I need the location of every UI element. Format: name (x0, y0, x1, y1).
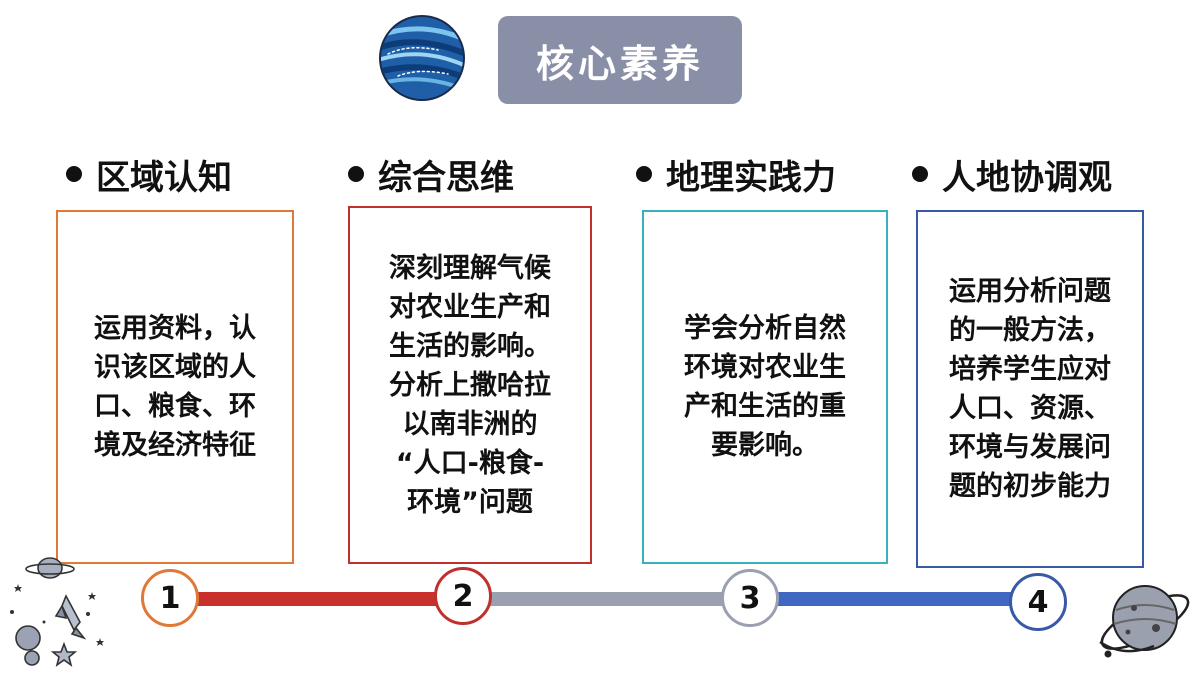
timeline-segment-red (196, 592, 468, 606)
card-4-text: 运用分析问题 的一般方法， 培养学生应对 人口、资源、 环境与发展问 题的初步能… (949, 276, 1111, 502)
bullet-dot (66, 166, 82, 182)
node-2-number: 2 (452, 578, 474, 614)
heading-2: 综合思维 (348, 148, 514, 200)
timeline-node-3: 3 (721, 569, 779, 627)
striped-planet-icon (379, 15, 465, 101)
ringed-planet-icon (1099, 585, 1190, 658)
node-1-number: 1 (159, 580, 181, 616)
card-human-earth: 运用分析问题 的一般方法， 培养学生应对 人口、资源、 环境与发展问 题的初步能… (916, 210, 1144, 568)
timeline-node-2: 2 (434, 567, 492, 625)
title-box: 核心素养 (498, 16, 742, 104)
bullet-dot (912, 166, 928, 182)
heading-2-text: 综合思维 (378, 157, 514, 198)
heading-4: 人地协调观 (912, 148, 1112, 200)
card-integrated-thinking: 深刻理解气候 对农业生产和 生活的影响。 分析上撒哈拉 以南非洲的 “人口-粮食… (348, 206, 592, 564)
heading-3: 地理实践力 (636, 148, 836, 200)
card-region-cognition: 运用资料，认 识该区域的人 口、粮食、环 境及经济特征 (56, 210, 294, 564)
timeline-segment-gray (466, 592, 750, 606)
bullet-dot (348, 166, 364, 182)
space-doodle-icon (10, 557, 104, 667)
timeline-segment-blue (750, 592, 1040, 606)
node-3-number: 3 (739, 580, 761, 616)
timeline-node-4: 4 (1009, 573, 1067, 631)
card-1-text: 运用资料，认 识该区域的人 口、粮食、环 境及经济特征 (94, 313, 256, 461)
timeline-node-1: 1 (141, 569, 199, 627)
page-title: 核心素养 (535, 41, 704, 86)
heading-1-text: 区域认知 (96, 157, 232, 198)
heading-4-text: 人地协调观 (942, 157, 1112, 198)
card-2-text: 深刻理解气候 对农业生产和 生活的影响。 分析上撒哈拉 以南非洲的 “人口-粮食… (389, 252, 551, 518)
bullet-dot (636, 166, 652, 182)
card-3-text: 学会分析自然 环境对农业生 产和生活的重 要影响。 (684, 313, 846, 461)
heading-1: 区域认知 (66, 148, 232, 200)
heading-3-text: 地理实践力 (666, 157, 836, 198)
card-geo-practice: 学会分析自然 环境对农业生 产和生活的重 要影响。 (642, 210, 888, 564)
node-4-number: 4 (1027, 584, 1049, 620)
